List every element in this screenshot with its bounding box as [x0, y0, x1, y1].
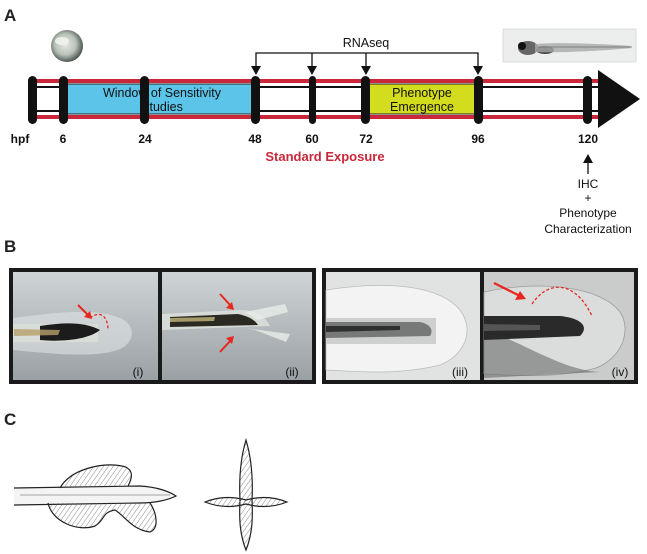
tick-post-6 [59, 76, 68, 124]
micrograph-iii [325, 272, 480, 380]
panel-c-label: C [4, 410, 16, 429]
endpoint-line2: + [584, 191, 591, 205]
micrograph-label-i: (i) [133, 365, 144, 379]
micrograph-i [13, 272, 158, 380]
panel-a-label: A [4, 6, 16, 25]
hpf-unit-label: hpf [11, 132, 31, 146]
phenotype-box-line2: Emergence [390, 100, 454, 114]
endpoint-line4: Characterization [544, 222, 631, 236]
endpoint-line3: Phenotype [559, 206, 617, 220]
standard-exposure-label: Standard Exposure [265, 149, 384, 164]
tick-label-96: 96 [471, 132, 485, 146]
larva-thumbnail [502, 28, 637, 63]
tick-label-120: 120 [578, 132, 598, 146]
tick-label-72: 72 [359, 132, 373, 146]
micrograph-ii [162, 272, 312, 380]
endpoint-line1: IHC [578, 177, 599, 191]
endpoint-arrow-head [583, 154, 593, 163]
micrograph-label-ii: (ii) [285, 365, 298, 379]
embryo-thumbnail [51, 30, 83, 62]
tick-post-120 [583, 76, 592, 124]
micrograph-label-iv: (iv) [612, 365, 629, 379]
tick-post-24 [140, 76, 149, 124]
tick-post-60 [309, 76, 316, 124]
timeline-arrowhead [598, 70, 640, 128]
tick-label-24: 24 [138, 132, 152, 146]
micrograph-iv [483, 272, 634, 380]
tick-post-72 [361, 76, 370, 124]
tick-post-48 [251, 76, 260, 124]
window-box-line1: Window of Sensitivity [103, 86, 222, 100]
rnaseq-label: RNAseq [343, 36, 390, 50]
fin-sketch-cross-section [203, 437, 289, 552]
phenotype-box-line1: Phenotype [392, 86, 452, 100]
fin-sketch-side-view [13, 464, 178, 533]
panel-b-label: B [4, 237, 16, 256]
tick-label-60: 60 [305, 132, 319, 146]
window-of-sensitivity-box [63, 83, 257, 115]
tick-post-96 [474, 76, 483, 124]
tick-posts [28, 76, 592, 124]
tick-post-start [28, 76, 37, 124]
micrograph-label-iii: (iii) [452, 365, 468, 379]
window-box-line2: Studies [141, 100, 183, 114]
rnaseq-bracket [255, 52, 479, 68]
tick-label-48: 48 [248, 132, 262, 146]
tick-label-6: 6 [60, 132, 67, 146]
rnaseq-arrowheads [251, 66, 483, 75]
